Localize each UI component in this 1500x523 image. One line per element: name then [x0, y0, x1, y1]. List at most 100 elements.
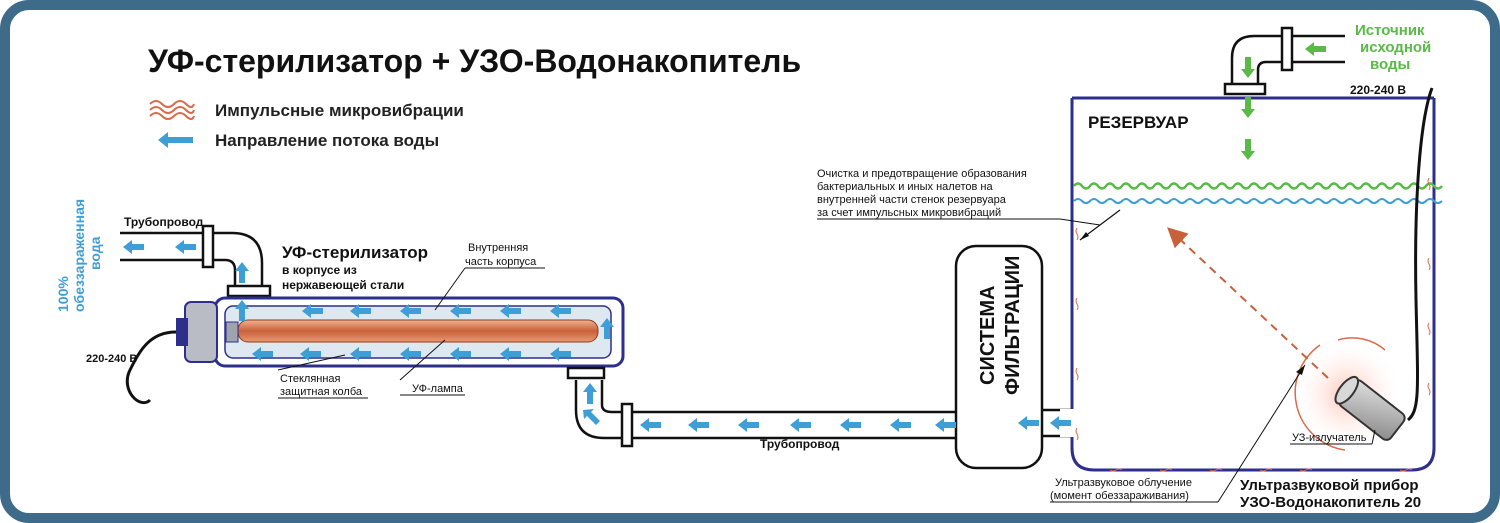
reservoir-note-line1: Очистка и предотвращение образования — [817, 168, 1027, 180]
lamp-socket — [225, 321, 239, 343]
flow-arrow — [175, 240, 196, 254]
legend: Импульсные микровибрации Направление пот… — [149, 100, 464, 150]
outlet-pipe-label: Трубопровод — [124, 215, 204, 229]
sterilizer-bottom-coupling — [566, 366, 606, 380]
outlet-line2: обеззараженная — [71, 199, 87, 312]
irradiation-label-line1: Ультразвуковое облучение — [1055, 477, 1192, 489]
wall-vibration-mark — [1427, 382, 1431, 396]
wall-vibration-mark — [1075, 297, 1079, 311]
filtration-system — [954, 244, 1044, 470]
flow-arrow — [840, 418, 861, 432]
source-label-line1: Источник — [1355, 22, 1425, 39]
wall-vibration-mark — [1399, 468, 1413, 472]
flow-arrow — [500, 304, 521, 318]
wall-vibration-marks — [1075, 177, 1431, 472]
wall-vibration-mark — [1299, 468, 1313, 472]
device-title-line2: УЗО-Водонакопитель 20 — [1240, 494, 1421, 511]
water-surface-wave — [1073, 182, 1443, 190]
source-arrow — [1305, 42, 1326, 56]
wall-vibration-mark — [1075, 367, 1079, 381]
flow-arrow — [350, 304, 371, 318]
filter-label-line1: СИСТЕМА — [977, 286, 999, 385]
legend-vibration-label: Импульсные микровибрации — [215, 101, 464, 120]
outlet-line1: 100% — [55, 276, 71, 312]
flow-arrow — [688, 418, 709, 432]
lamp-pointer — [399, 339, 446, 381]
flow-arrow — [550, 347, 571, 361]
flow-arrow — [1050, 416, 1071, 430]
emitter-pointer — [1371, 429, 1376, 445]
source-label-line2: исходной — [1360, 39, 1431, 56]
inner-part-pointer — [434, 267, 466, 311]
flask-label-line2: защитная колба — [280, 386, 363, 398]
wall-vibration-mark — [1109, 468, 1123, 472]
flow-arrow — [235, 262, 249, 283]
sterilizer-title: УФ-стерилизатор — [282, 243, 428, 262]
main-pipeline — [574, 380, 1075, 440]
wall-vibration-mark — [1427, 257, 1431, 271]
flow-arrow — [890, 418, 911, 432]
outlet-line3: вода — [87, 236, 103, 270]
wall-vibration-mark — [1075, 227, 1079, 241]
flow-arrows — [123, 42, 1326, 432]
lamp-label: УФ-лампа — [412, 383, 464, 395]
inner-part-label-line2: часть корпуса — [465, 256, 537, 268]
source-pipe — [1230, 34, 1345, 86]
outlet-coupling — [201, 224, 215, 269]
irradiation-pointer — [1217, 364, 1306, 503]
flow-arrow — [302, 304, 323, 318]
emitter-power-cable — [1406, 87, 1434, 422]
inner-part-label-line1: Внутренняя — [468, 242, 528, 254]
reservoir-note-line4: за счет импульсных микровибраций — [817, 207, 1001, 219]
flow-arrow — [400, 304, 421, 318]
source-label-line3: воды — [1370, 56, 1410, 73]
flow-legend-arrow-icon — [158, 132, 193, 148]
flow-arrow — [235, 300, 249, 321]
flow-arrow — [583, 383, 597, 404]
wall-vibration-mark — [1427, 177, 1431, 191]
pipeline-coupling — [620, 402, 634, 448]
flow-arrow — [350, 347, 371, 361]
vibration-legend-icon — [149, 100, 195, 120]
flow-arrow — [640, 418, 661, 432]
sterilizer-power-cable — [125, 330, 177, 405]
flow-arrow — [450, 304, 471, 318]
outlet-label: 100% — [55, 276, 71, 312]
flow-arrow — [790, 418, 811, 432]
flow-arrow — [600, 318, 614, 339]
source-arrow — [1241, 57, 1255, 78]
wall-vibration-mark — [1427, 322, 1431, 336]
source-arrow — [1241, 97, 1255, 118]
sterilizer-power-label: 220-240 В — [86, 353, 137, 365]
reservoir-note-line3: внутренней части стенок резервуара — [817, 194, 1007, 206]
reservoir-inlet-coupling — [1223, 82, 1267, 96]
flow-arrow — [500, 347, 521, 361]
flow-arrow — [550, 304, 571, 318]
sterilizer-subtitle-line1: в корпусе из — [282, 263, 357, 277]
ultrasonic-wave-arc-inner — [1337, 337, 1386, 351]
flask-pointer — [277, 354, 346, 371]
flow-arrow — [738, 418, 759, 432]
device-title-line1: Ультразвуковой прибор — [1240, 477, 1419, 494]
wall-vibration-mark — [1259, 468, 1273, 472]
source-arrow — [1241, 139, 1255, 160]
wall-vibration-mark — [1075, 427, 1079, 441]
sterilizer-top-coupling — [226, 284, 272, 298]
flow-arrow — [300, 347, 321, 361]
legend-flow-label: Направление потока воды — [215, 131, 439, 150]
water-level-wave — [1073, 198, 1443, 204]
flow-arrow — [450, 347, 471, 361]
outlet-pipe — [120, 231, 264, 288]
sterilizer-subtitle-line2: нержавеющей стали — [282, 278, 404, 292]
flow-arrow — [935, 418, 956, 432]
flow-arrow — [583, 409, 600, 425]
flow-arrow — [400, 347, 421, 361]
filter-label-line2: ФИЛЬТРАЦИИ — [1002, 256, 1024, 395]
reservoir-note-line2: бактериальных и иных налетов на — [817, 181, 993, 193]
uv-lamp — [237, 319, 599, 343]
irradiation-label-line2: (момент обеззараживания) — [1050, 490, 1189, 502]
flow-arrow — [123, 240, 144, 254]
pipeline-label: Трубопровод — [760, 437, 840, 451]
sterilizer-end-cap — [184, 301, 218, 363]
